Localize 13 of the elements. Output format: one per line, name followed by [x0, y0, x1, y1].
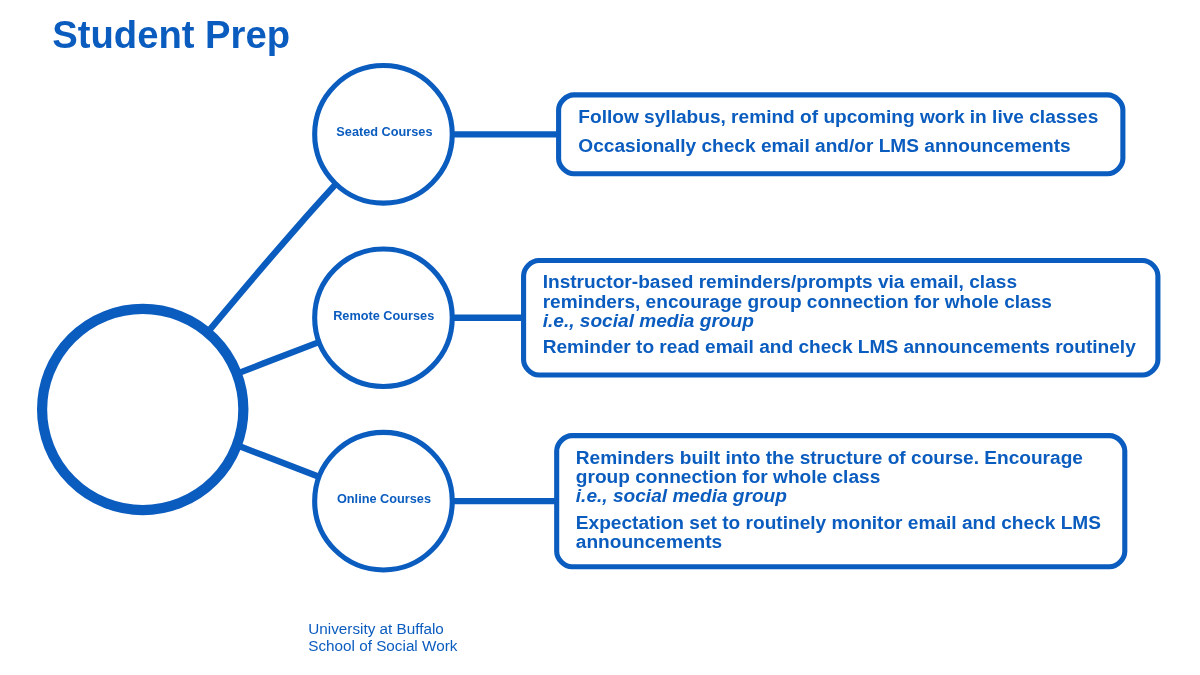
- node-box: Instructor-based reminders/prompts via email, class reminders, encourage group connection for whole class i.e., social media group Reminder to read email and check LMS announcements routinely: [521, 257, 1161, 378]
- node-circle: Seated Courses: [312, 63, 455, 206]
- node-circle: Remote Courses: [312, 246, 455, 390]
- connector: [452, 131, 559, 138]
- connector: [452, 314, 524, 321]
- diagram-title: Student Prep: [52, 12, 291, 56]
- node-circle: [37, 303, 249, 516]
- node-box: Follow syllabus, remind of upcoming work in live classes Occasionally check email and/or LMS announcements: [556, 92, 1126, 177]
- connector: [452, 498, 557, 505]
- label: School of Social Work: [308, 636, 458, 654]
- label: University at Buffalo: [308, 620, 444, 638]
- node-circle: Online Courses: [312, 429, 455, 573]
- node-box: Reminders built into the structure of course. Encourage group connection for whole class i.e., social media group Expectation set to routinely monitor email and check LMS announcements: [554, 433, 1128, 570]
